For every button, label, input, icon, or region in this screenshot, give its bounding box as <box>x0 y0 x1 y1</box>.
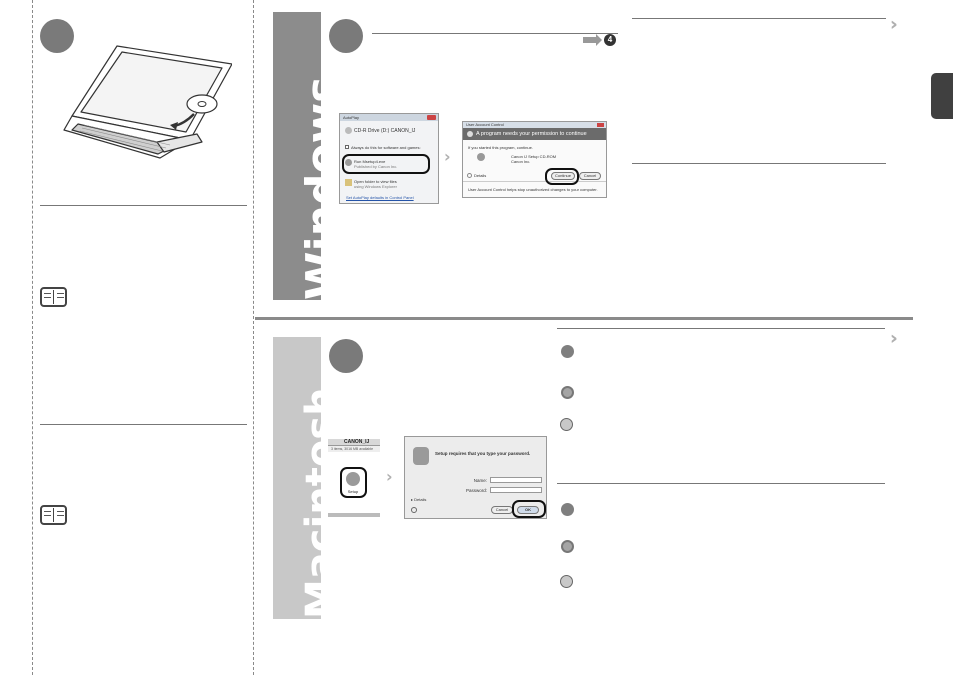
uac-titlebar: User Account Control <box>463 122 606 128</box>
chevron-down-icon[interactable] <box>467 173 472 178</box>
always-checkbox[interactable] <box>345 145 349 149</box>
cancel-button[interactable]: Cancel <box>579 172 601 180</box>
ok-highlight <box>512 500 546 518</box>
open-folder-option[interactable]: Open folder to view files <box>354 179 397 184</box>
section-divider <box>557 328 885 329</box>
step-circle <box>329 339 363 373</box>
close-icon[interactable] <box>427 115 436 120</box>
search-icon <box>561 540 574 553</box>
manual-icon <box>40 287 67 307</box>
continue-button[interactable]: Continue <box>551 172 575 180</box>
setup-icon <box>346 472 360 486</box>
explorer-text: using Windows Explorer <box>354 184 397 189</box>
always-label: Always do this for software and games: <box>351 145 421 150</box>
next-page-icon: ›› <box>890 14 897 35</box>
section-divider <box>557 483 885 484</box>
shield-icon <box>467 131 473 137</box>
section-divider <box>40 205 247 206</box>
arrow-right-icon <box>583 37 598 43</box>
run-option[interactable]: Run Msetup4.exe <box>354 159 386 164</box>
drive-label: CD-R Drive (D:) CANON_IJ <box>354 128 416 134</box>
next-arrow-icon: › <box>444 147 451 166</box>
setup-icon <box>477 153 485 161</box>
uac-header-text: A program needs your permission to conti… <box>476 131 587 137</box>
setup-icon <box>345 159 352 166</box>
laptop-insert-cd-illustration <box>63 45 232 159</box>
details-toggle[interactable]: ▸ Details <box>411 497 427 502</box>
setup-cd-icon <box>561 503 574 516</box>
finder-title: CANON_IJ <box>328 439 380 446</box>
name-label: Name: <box>473 478 487 483</box>
folder-icon <box>345 179 352 186</box>
section-divider <box>632 163 886 164</box>
program-publisher: Canon Inc. <box>511 159 531 164</box>
mac-section-bar: Macintosh <box>273 337 321 619</box>
finder-scrollbar[interactable] <box>328 513 380 517</box>
started-text: If you started this program, continue. <box>468 145 533 150</box>
fold-guide-left <box>32 0 33 675</box>
fold-guide-middle <box>253 0 254 675</box>
continue-highlight <box>545 168 579 185</box>
step-circle <box>40 19 74 53</box>
search-icon <box>561 386 574 399</box>
cancel-button[interactable]: Cancel <box>491 506 513 514</box>
next-arrow-icon: › <box>386 467 393 486</box>
disc-icon <box>345 127 352 134</box>
windows-label: Windows <box>297 76 321 300</box>
setup-cd-icon <box>561 345 574 358</box>
arrow-head-icon <box>596 34 602 46</box>
run-highlight <box>342 154 430 174</box>
windows-section-bar: Windows <box>273 12 321 300</box>
step-circle <box>329 19 363 53</box>
manual-icon <box>40 505 67 525</box>
publisher-text: Published by Canon Inc. <box>354 164 398 169</box>
setup-label[interactable]: Setup <box>347 489 359 494</box>
uac-dialog: User Account Control A program needs you… <box>462 121 607 198</box>
dialog-divider <box>463 181 606 182</box>
auth-dialog: Setup requires that you type your passwo… <box>404 436 547 519</box>
help-icon[interactable] <box>411 507 417 513</box>
section-divider <box>40 424 247 425</box>
section-divider <box>372 33 618 34</box>
section-divider <box>632 18 886 19</box>
password-field[interactable] <box>490 487 542 493</box>
password-label: Password: <box>465 488 487 493</box>
details-label: Details <box>414 497 427 502</box>
autoplay-dialog: AutoPlay CD-R Drive (D:) CANON_IJ Always… <box>339 113 439 204</box>
help-icon <box>560 575 573 588</box>
setup-highlight <box>340 467 367 498</box>
ok-button[interactable]: OK <box>517 506 539 514</box>
auth-message: Setup requires that you type your passwo… <box>435 451 531 456</box>
help-icon <box>560 418 573 431</box>
page-edge-tab <box>931 73 953 119</box>
control-panel-link[interactable]: Set AutoPlay defaults in Control Panel <box>346 195 414 200</box>
name-field[interactable] <box>490 477 542 483</box>
next-page-icon: ›› <box>890 328 897 349</box>
mac-label: Macintosh <box>297 387 321 619</box>
finder-window: CANON_IJ 3 items, 3016 MB available Setu… <box>328 439 380 517</box>
lock-icon <box>413 447 429 465</box>
autoplay-titlebar: AutoPlay <box>340 114 438 121</box>
program-name: Canon IJ Setup CD-ROM <box>511 154 557 159</box>
step-number-badge: 4 <box>604 34 616 46</box>
finder-status: 3 items, 3016 MB available <box>328 446 380 452</box>
details-toggle[interactable]: Details <box>474 173 487 178</box>
uac-footer: User Account Control helps stop unauthor… <box>468 187 598 192</box>
close-icon[interactable] <box>597 123 604 127</box>
os-section-divider <box>255 317 913 320</box>
uac-banner: A program needs your permission to conti… <box>463 128 606 140</box>
